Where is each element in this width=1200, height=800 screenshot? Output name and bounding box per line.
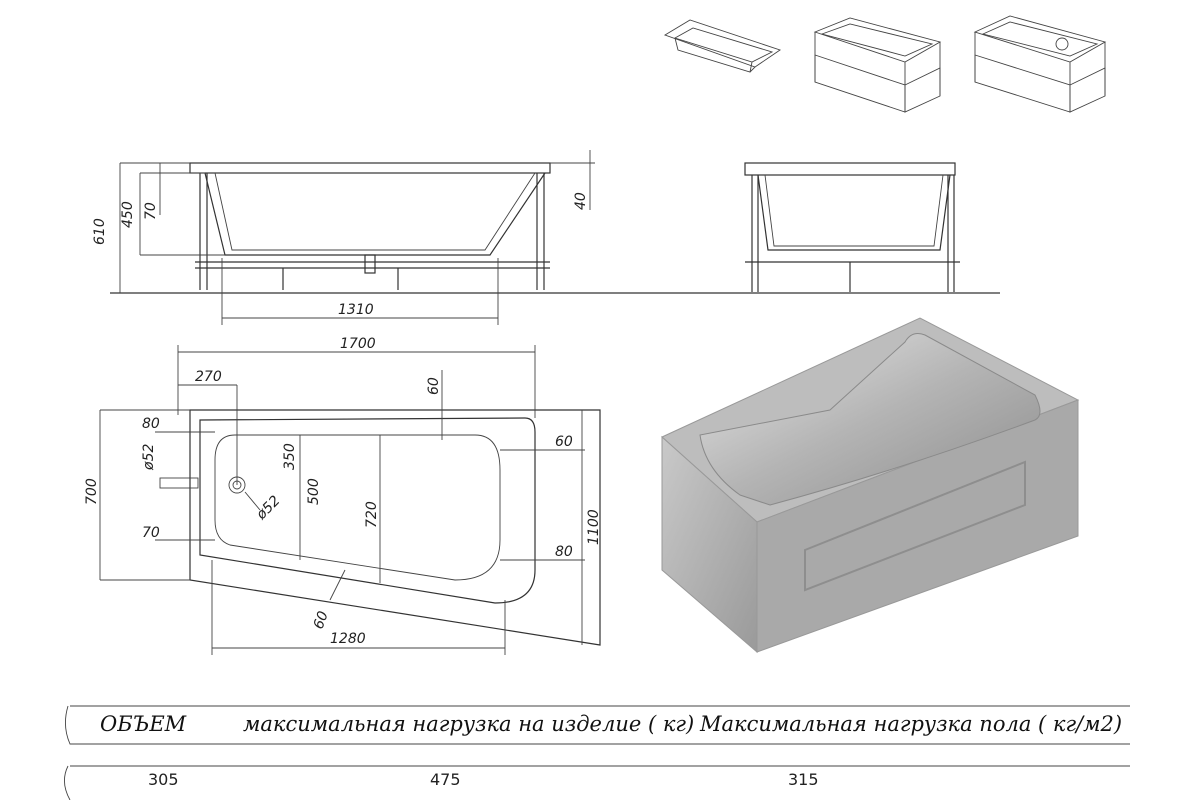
dim-plan-52-drain: ø52 — [253, 493, 284, 524]
dim-plan-720: 720 — [364, 501, 380, 528]
dim-plan-60-top: 60 — [426, 377, 442, 395]
dim-plan-80-right: 80 — [555, 544, 573, 560]
dim-side-70: 70 — [143, 202, 159, 220]
dim-side-40: 40 — [573, 192, 589, 210]
side-elevation: 610 450 70 40 1310 — [92, 150, 1000, 325]
value-volume: 305 — [148, 770, 179, 789]
dim-plan-60-right: 60 — [555, 434, 573, 450]
dim-plan-700: 700 — [84, 478, 100, 505]
dim-plan-1100: 1100 — [586, 509, 602, 545]
dim-plan-70-bottom: 70 — [142, 525, 160, 541]
dim-plan-52-overflow: ø52 — [141, 444, 157, 471]
spec-table-lines — [64, 705, 1130, 800]
plan-view: 1700 270 60 60 80 80 ø52 350 ø52 500 720… — [84, 336, 602, 655]
header-max-load: максимальная нагрузка на изделие ( кг) — [243, 712, 695, 736]
header-volume: ОБЪЕМ — [100, 712, 187, 736]
dim-plan-270: 270 — [195, 369, 222, 385]
dim-side-610: 610 — [92, 218, 108, 245]
thumbnail-tub-panel — [973, 15, 1107, 113]
value-max-load: 475 — [430, 770, 461, 789]
dim-plan-500: 500 — [306, 478, 322, 505]
bathtub-3d-render — [661, 317, 1080, 654]
thumbnail-tub-only — [663, 19, 782, 73]
dim-plan-80-left: 80 — [142, 416, 160, 432]
value-floor-load: 315 — [788, 770, 819, 789]
dim-plan-350: 350 — [282, 443, 298, 470]
dim-plan-1280: 1280 — [330, 631, 366, 647]
dim-plan-1700: 1700 — [340, 336, 376, 352]
dim-side-1310: 1310 — [338, 302, 374, 318]
thumbnail-tub-frame — [813, 17, 942, 113]
header-floor-load: Максимальная нагрузка пола ( кг/м2) — [700, 712, 1123, 736]
dim-plan-60-slope: 60 — [311, 609, 332, 631]
dim-side-450: 450 — [120, 201, 136, 228]
end-elevation — [744, 162, 960, 292]
